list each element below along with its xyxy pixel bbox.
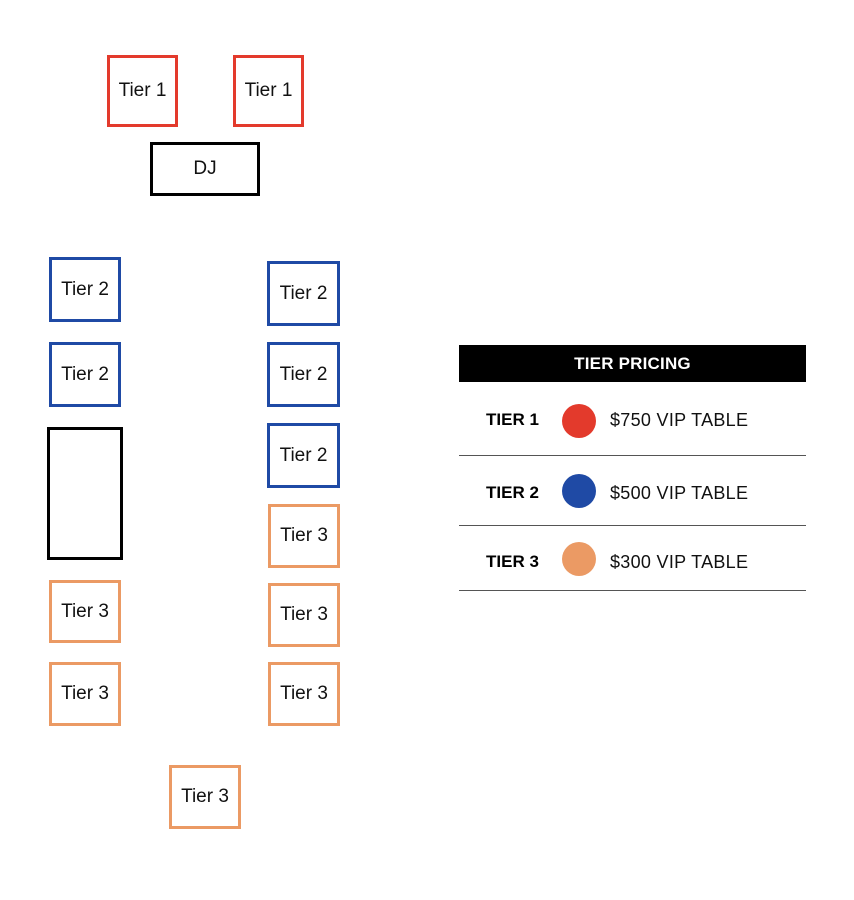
table-label: Tier 2 <box>61 278 109 300</box>
dj-booth: DJ <box>150 142 260 196</box>
tier-label: TIER 3 <box>486 552 539 571</box>
table-label: Tier 3 <box>181 786 229 807</box>
table-tier3[interactable]: Tier 3 <box>49 662 121 726</box>
table-label: Tier 3 <box>280 604 328 625</box>
table-tier1[interactable]: Tier 1 <box>233 55 304 127</box>
pricing-row-tier1: TIER 1 $750 VIP TABLE <box>459 382 806 456</box>
table-tier3[interactable]: Tier 3 <box>268 583 340 647</box>
pricing-row-tier3: TIER 3 $300 VIP TABLE <box>459 526 806 591</box>
table-label: Tier 3 <box>280 683 328 704</box>
tier-label: TIER 2 <box>486 483 539 502</box>
table-tier2[interactable]: Tier 2 <box>267 423 340 488</box>
table-label: Tier 2 <box>279 444 328 466</box>
tier-price: $750 VIP TABLE <box>610 410 749 430</box>
table-tier2[interactable]: Tier 2 <box>49 257 121 322</box>
table-label: Tier 2 <box>279 282 328 304</box>
table-label: Tier 3 <box>61 683 109 704</box>
tier-price: $500 VIP TABLE <box>610 483 749 503</box>
table-tier3[interactable]: Tier 3 <box>169 765 241 829</box>
pricing-row-tier2: TIER 2 $500 VIP TABLE <box>459 456 806 526</box>
table-tier2[interactable]: Tier 2 <box>49 342 121 407</box>
tier-label: TIER 1 <box>486 410 539 429</box>
table-label: Tier 3 <box>61 600 109 622</box>
table-label: Tier 2 <box>279 363 328 385</box>
table-label: Tier 3 <box>280 525 328 546</box>
tier-price: $300 VIP TABLE <box>610 552 749 572</box>
table-label: Tier 2 <box>61 363 109 385</box>
table-tier1[interactable]: Tier 1 <box>107 55 178 127</box>
table-tier2[interactable]: Tier 2 <box>267 342 340 407</box>
table-tier3[interactable]: Tier 3 <box>268 504 340 568</box>
table-tier2[interactable]: Tier 2 <box>267 261 340 326</box>
tier1-color-dot <box>562 404 596 438</box>
tier-pricing-legend: TIER PRICING TIER 1 $750 VIP TABLE TIER … <box>459 345 806 591</box>
table-tier3[interactable]: Tier 3 <box>49 580 121 643</box>
tier3-color-dot <box>562 542 596 576</box>
pricing-title: TIER PRICING <box>459 345 806 382</box>
dj-label: DJ <box>193 158 217 179</box>
tier2-color-dot <box>562 474 596 508</box>
table-label: Tier 1 <box>244 80 293 101</box>
table-tier3[interactable]: Tier 3 <box>268 662 340 726</box>
blank-area <box>47 427 123 560</box>
table-label: Tier 1 <box>118 80 167 101</box>
